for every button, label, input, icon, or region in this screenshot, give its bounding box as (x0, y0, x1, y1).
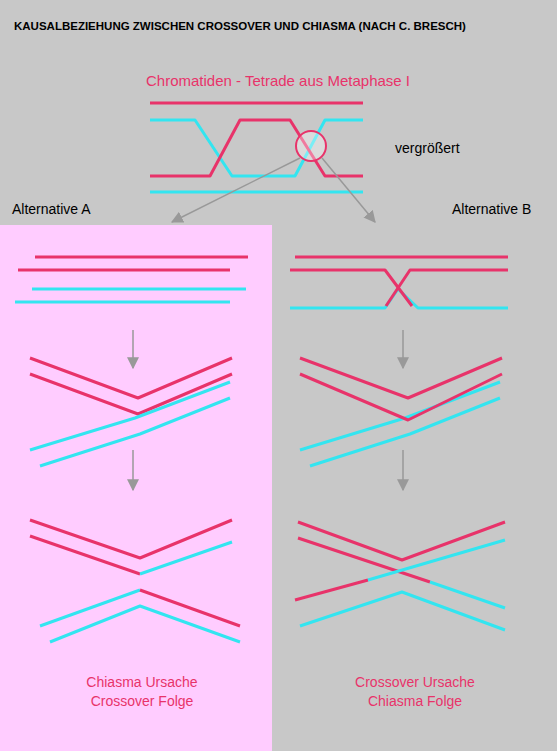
chromatid (32, 288, 246, 291)
chromatid (30, 520, 232, 558)
chromatid (310, 398, 500, 466)
chromatid (140, 542, 232, 574)
step-arrow (132, 450, 134, 490)
chromatid (298, 538, 430, 582)
zoom-arrow (172, 158, 300, 222)
chromatid (300, 374, 502, 420)
chromatid (386, 270, 508, 306)
chromatid (150, 120, 363, 176)
step-arrow (402, 450, 404, 490)
chromatid (30, 358, 232, 398)
panel-heading: Alternative A (12, 201, 192, 218)
chromatid (290, 289, 508, 308)
chromatid (290, 270, 412, 306)
chromatid (35, 256, 248, 259)
chromatid (298, 522, 505, 560)
step-arrow (132, 330, 134, 368)
chromatid (430, 582, 505, 608)
chromatid (295, 256, 508, 259)
chromatid (368, 540, 505, 580)
chromatid (295, 580, 368, 600)
chromatid (300, 592, 505, 630)
diagram-title: KAUSALBEZIEHUNG ZWISCHEN CROSSOVER UND C… (14, 20, 554, 34)
zoom-label: vergrößert (395, 140, 515, 157)
chromatid (150, 191, 363, 194)
chromatid (300, 358, 502, 398)
caption-line: Crossover Ursache (305, 674, 525, 691)
chromatid (30, 374, 232, 414)
caption-line: Chiasma Folge (305, 693, 525, 710)
stage-label: Chromatiden - Tetrade aus Metaphase I (78, 72, 478, 90)
chromatid (150, 120, 363, 176)
caption-line: Chiasma Ursache (36, 674, 248, 691)
chromatid (40, 398, 230, 466)
chromatid (40, 590, 140, 626)
panel-heading: Alternative B (452, 201, 556, 218)
chromatid (50, 606, 240, 642)
chromatid (30, 536, 140, 574)
chromatid (15, 301, 230, 304)
alternative-panel: Alternative AChiasma UrsacheCrossover Fo… (0, 225, 272, 751)
chromatid (140, 590, 240, 626)
step-arrow (402, 330, 404, 368)
chromatid (30, 382, 230, 450)
zoom-arrow (322, 158, 375, 222)
chromatid (300, 382, 500, 450)
caption-line: Crossover Folge (36, 693, 248, 710)
zoom-circle (296, 131, 326, 161)
chromatid (18, 269, 230, 272)
chromatid (150, 102, 363, 105)
